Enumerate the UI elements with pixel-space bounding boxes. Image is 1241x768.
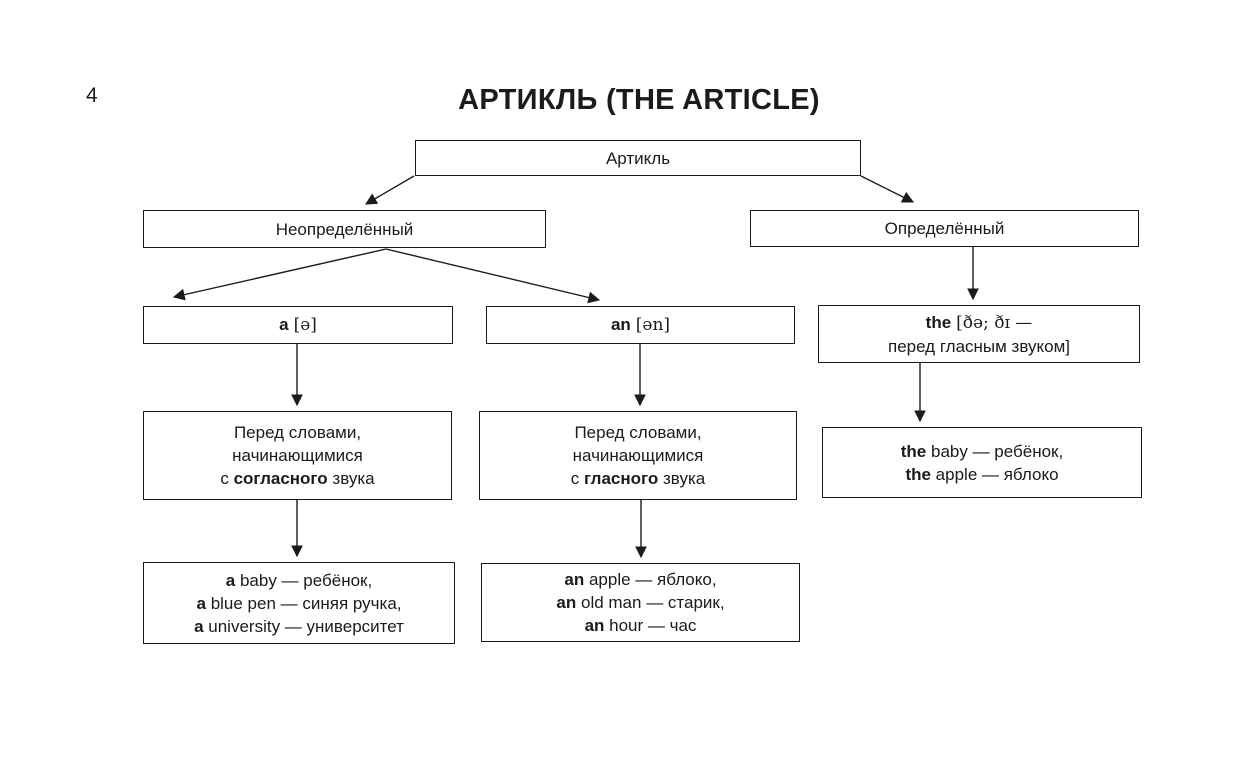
example-line: the baby — ребёнок, [900,441,1064,461]
page-title: АРТИКЛЬ (THE ARTICLE) [458,84,820,116]
rule-keyword: согласного [233,469,328,488]
rule-line: Перед словами, [574,423,702,442]
node-label: an[ən] [611,313,670,337]
rule-line: начинающимися [572,446,704,465]
node-examples-the: the baby — ребёнок, the apple — яблоко [822,427,1142,498]
node-examples-a: a baby — ребёнок, a blue pen — синяя руч… [143,562,455,644]
rule-line: с согласного звука [220,469,375,488]
article-word: a [279,315,289,334]
node-label: Артикль [605,148,671,168]
node-article-the: the[ðə; ðɪ — перед гласным звуком] [818,305,1140,363]
rule-line: с гласного звука [570,469,706,488]
node-label: Определённый [884,219,1005,238]
article-word: the [925,312,952,332]
example-line: a university — университет [194,616,404,636]
rule-keyword: гласного [584,469,659,488]
node-rule-an: Перед словами, начинающимися с гласного … [479,411,797,500]
example-line: an apple — яблоко, [564,570,717,589]
article-word: an [610,315,631,334]
arrow-indefinite-to-an [385,248,601,304]
article-transcription: [ən] [635,315,671,335]
node-rule-a: Перед словами, начинающимися с согласног… [143,411,452,500]
example-line: an hour — час [584,616,697,635]
node-label: a[ə] [279,313,317,337]
node-indefinite: Неопределённый [143,210,546,248]
article-transcription: [ə] [293,315,317,335]
arrow-indefinite-to-a [172,248,387,301]
article-transcription: [ðə; ðɪ — [956,312,1033,333]
example-line: a baby — ребёнок, [225,570,373,590]
node-definite: Определённый [750,210,1139,247]
node-article-an: an[ən] [486,306,795,344]
arrow-root-to-definite [860,175,915,203]
example-line: the apple — яблоко [905,464,1059,484]
node-label-line1: the[ðə; ðɪ — [926,311,1033,335]
node-label: Неопределённый [275,219,414,239]
node-article-root: Артикль [415,140,861,176]
rule-line: начинающимися [232,446,363,465]
example-line: an old man — старик, [556,593,725,612]
node-label-line2: перед гласным звуком] [887,336,1070,356]
page-number: 4 [86,84,98,107]
node-examples-an: an apple — яблоко, an old man — старик, … [481,563,800,642]
node-article-a: a[ə] [143,306,453,344]
arrow-root-to-indefinite [364,175,415,205]
rule-line: Перед словами, [233,423,362,442]
example-line: a blue pen — синяя ручка, [196,593,402,613]
